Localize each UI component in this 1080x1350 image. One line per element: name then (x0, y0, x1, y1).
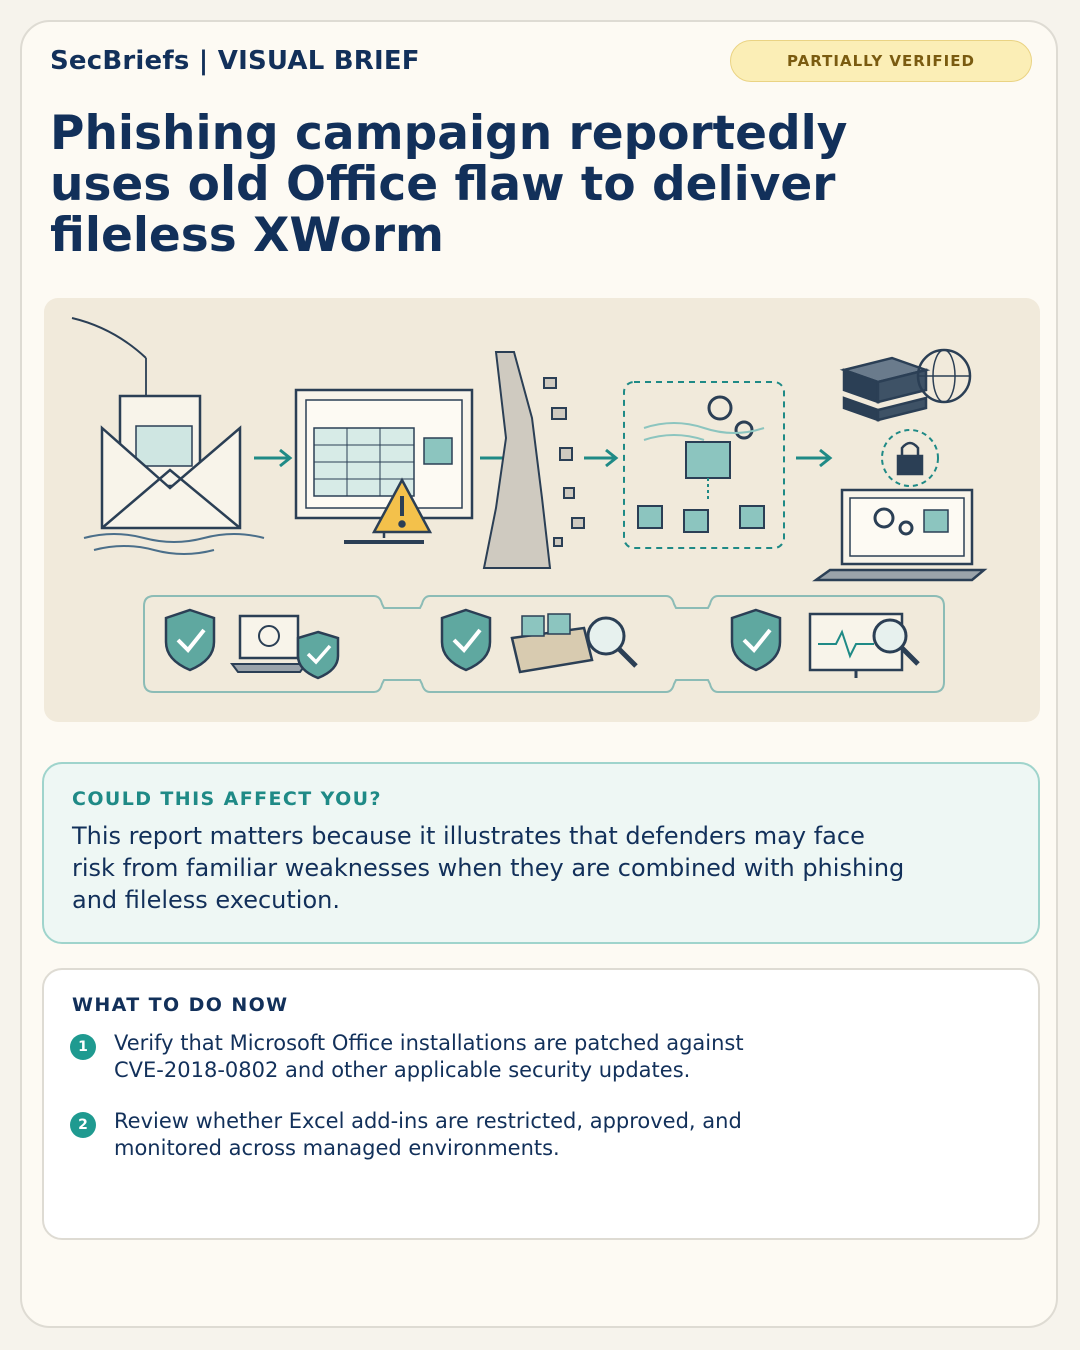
attack-chain-illustration (71, 317, 988, 693)
step-text: Verify that Microsoft Office installatio… (114, 1031, 744, 1082)
hero-illustration (44, 298, 1040, 722)
brand-title: SecBriefs | VISUAL BRIEF (50, 46, 420, 76)
step-text: Review whether Excel add-ins are restric… (114, 1109, 742, 1160)
arrow-icon (796, 448, 833, 468)
phishing-email-icon (71, 317, 265, 555)
lock-icon (881, 429, 939, 487)
todo-panel: WHAT TO DO NOW 1 Verify that Microsoft O… (42, 968, 1040, 1240)
todo-heading: WHAT TO DO NOW (72, 994, 289, 1016)
affect-panel: COULD THIS AFFECT YOU? This report matte… (42, 762, 1040, 944)
step-number-badge: 2 (70, 1112, 96, 1138)
step-number-badge: 1 (70, 1034, 96, 1060)
brief-card: SecBriefs | VISUAL BRIEF PARTIALLY VERIF… (20, 20, 1058, 1328)
arrow-icon (254, 448, 293, 468)
monitoring-icon (730, 608, 920, 678)
affect-heading: COULD THIS AFFECT YOU? (72, 788, 382, 810)
crumbling-wall-icon (482, 351, 585, 569)
verification-badge: PARTIALLY VERIFIED (730, 40, 1032, 82)
shield-patch-icon (164, 608, 340, 680)
defense-row (143, 595, 945, 693)
affect-body: This report matters because it illustrat… (72, 822, 905, 914)
arrow-icon (584, 448, 619, 468)
infected-laptop-icon (812, 488, 988, 582)
addin-inspection-icon (440, 608, 638, 674)
fileless-modules-icon (623, 381, 785, 549)
headline: Phishing campaign reportedly uses old Of… (50, 106, 848, 263)
c2-server-icon (839, 348, 972, 422)
spreadsheet-warning-icon (294, 388, 474, 544)
